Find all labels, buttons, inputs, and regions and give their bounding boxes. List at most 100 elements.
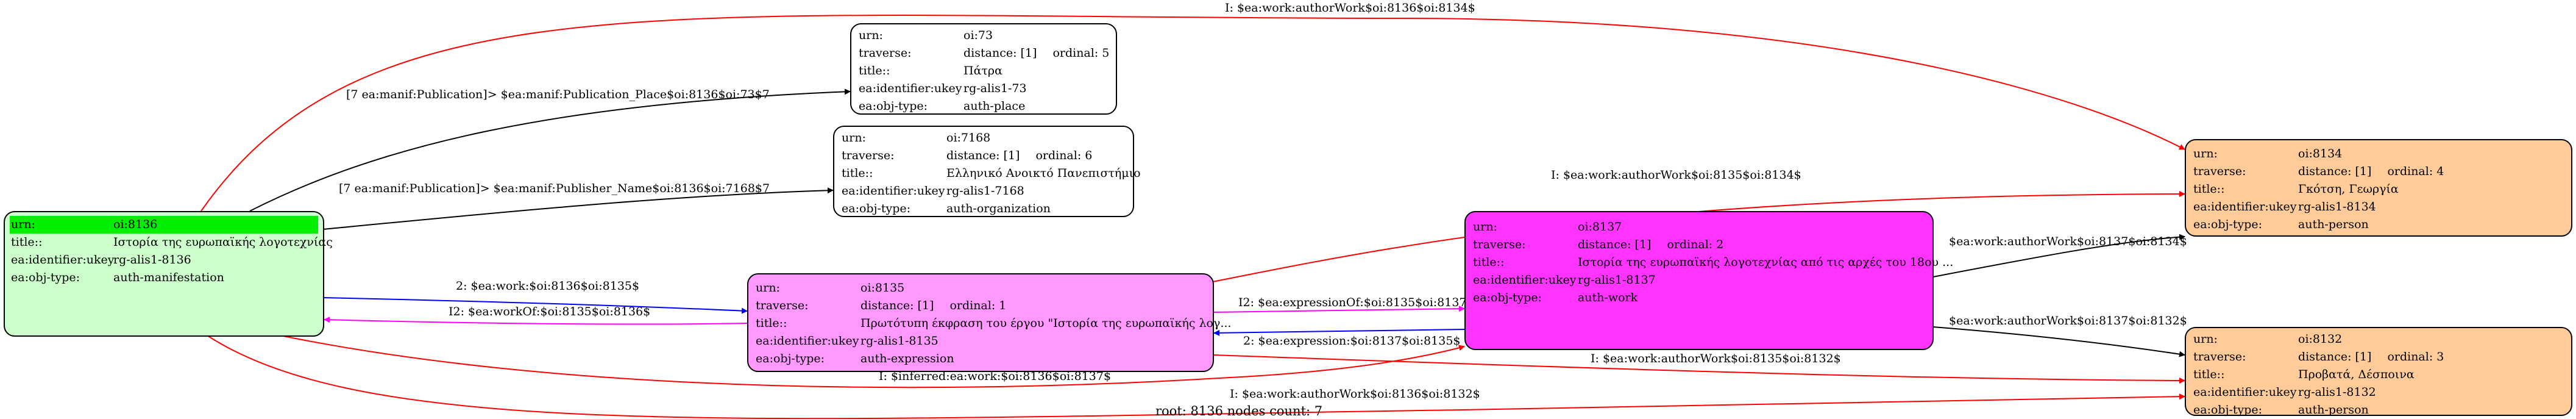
traverse-value: distance: [1]ordinal: 4 xyxy=(2298,163,2564,181)
traverse-value: distance: [1]ordinal: 3 xyxy=(2298,348,2564,366)
distance-value: distance: [1] xyxy=(963,46,1037,60)
edge-author-8135-8132 xyxy=(1212,354,2185,384)
edge-expression xyxy=(1213,329,1465,336)
node-oi-8136[interactable]: urn: oi:8136 title:: Ιστορία της ευρωπαϊ… xyxy=(4,211,333,337)
ukey-row: ea:identifier:ukey rg-alis1-8135 xyxy=(756,332,1205,350)
type-value: auth-work xyxy=(1578,291,1638,304)
type-key: ea:obj-type: xyxy=(842,202,911,215)
traverse-row: traverse: distance: [1]ordinal: 2 xyxy=(1473,236,1925,254)
title-row: title:: Γκότση, Γεωργία xyxy=(2193,181,2564,198)
title-row: title:: Πρωτότυπη έκφραση του έργου "Ιστ… xyxy=(756,315,1231,332)
edge-publisher xyxy=(322,187,834,230)
ukey-value: rg-alis1-8132 xyxy=(2298,385,2376,399)
urn-key: urn: xyxy=(859,29,883,42)
urn-row: urn: oi:8134 xyxy=(2193,145,2564,163)
edge-label-author-8135-8134: I: $ea:work:authorWork$oi:8135$oi:8134$ xyxy=(1551,168,1801,182)
node-oi-8135[interactable]: urn: oi:8135 traverse: distance: [1]ordi… xyxy=(747,273,1231,372)
urn-row: urn: oi:7168 xyxy=(842,129,1126,147)
edge-label-inferred: I: $inferred:ea:work:$oi:8136$oi:8137$ xyxy=(879,370,1112,383)
ukey-key: ea:identifier:ukey xyxy=(756,334,859,348)
title-value: Ελληνικό Ανοικτό Πανεπιστήμιο xyxy=(946,167,1141,180)
title-row: title:: Πάτρα xyxy=(859,62,1109,80)
ukey-value: rg-alis1-8136 xyxy=(113,253,191,267)
ordinal-value: ordinal: 6 xyxy=(1035,149,1093,162)
graph-footer: root: 8136 nodes count: 7 xyxy=(1155,404,1323,418)
title-row: title:: Προβατά, Δέσποινα xyxy=(2193,366,2564,384)
title-key: title:: xyxy=(859,64,890,77)
ukey-row: ea:identifier:ukey rg-alis1-8136 xyxy=(11,251,317,269)
node-oi-7168[interactable]: urn: oi:7168 traverse: distance: [1]ordi… xyxy=(833,126,1141,218)
traverse-value: distance: [1]ordinal: 2 xyxy=(1578,236,1925,254)
distance-value: distance: [1] xyxy=(946,149,1020,162)
edge-place xyxy=(249,88,851,212)
type-key: ea:obj-type: xyxy=(11,271,80,284)
edge-expressionof xyxy=(1212,306,1465,313)
type-value: auth-person xyxy=(2298,403,2369,417)
edge-label-author-8137-8132: $ea:work:authorWork$oi:8137$oi:8132$ xyxy=(1949,314,2187,328)
type-row: ea:obj-type: auth-manifestation xyxy=(11,269,317,287)
distance-value: distance: [1] xyxy=(2298,165,2372,178)
title-row: title:: Ελληνικό Ανοικτό Πανεπιστήμιο xyxy=(842,165,1141,182)
title-value: Γκότση, Γεωργία xyxy=(2298,182,2399,196)
node-oi-8132[interactable]: urn: oi:8132 traverse: distance: [1]ordi… xyxy=(2185,327,2572,419)
ukey-key: ea:identifier:ukey xyxy=(842,184,945,198)
node-oi-73[interactable]: urn: oi:73 traverse: distance: [1]ordina… xyxy=(850,23,1117,115)
ukey-row: ea:identifier:ukey rg-alis1-8137 xyxy=(1473,271,1925,289)
edge-label-work-8136-8135: 2: $ea:work:$oi:8136$oi:8135$ xyxy=(456,279,640,293)
urn-value: oi:8137 xyxy=(1578,220,1622,234)
traverse-value: distance: [1]ordinal: 5 xyxy=(963,45,1109,62)
edge-label-publisher: [7 ea:manif:Publication]> $ea:manif:Publ… xyxy=(339,182,770,195)
traverse-key: traverse: xyxy=(756,299,809,312)
ukey-row: ea:identifier:ukey rg-alis1-73 xyxy=(859,80,1109,98)
title-key: title:: xyxy=(2193,182,2225,196)
urn-value: oi:8132 xyxy=(2298,332,2343,346)
urn-row: urn: oi:8137 xyxy=(1473,218,1925,236)
ukey-row: ea:identifier:ukey rg-alis1-8132 xyxy=(2193,384,2564,401)
urn-row: urn: oi:8135 xyxy=(756,279,1205,297)
ukey-value: rg-alis1-73 xyxy=(963,82,1027,95)
type-key: ea:obj-type: xyxy=(756,352,825,365)
urn-key: urn: xyxy=(2193,147,2218,160)
urn-key: urn: xyxy=(1473,220,1497,234)
traverse-row: traverse: distance: [1]ordinal: 6 xyxy=(842,147,1126,165)
urn-key: urn: xyxy=(842,131,866,145)
title-value: Πρωτότυπη έκφραση του έργου "Ιστορία της… xyxy=(860,317,1232,330)
ukey-row: ea:identifier:ukey rg-alis1-7168 xyxy=(842,182,1126,200)
type-key: ea:obj-type: xyxy=(859,99,928,113)
urn-value: oi:73 xyxy=(963,29,993,42)
traverse-key: traverse: xyxy=(2193,350,2246,363)
edge-inferred xyxy=(280,335,1465,389)
urn-key: urn: xyxy=(756,281,780,295)
node-header-row: urn: oi:8136 xyxy=(10,216,318,234)
title-row: title:: Ιστορία της ευρωπαϊκής λογοτεχνί… xyxy=(11,234,333,251)
traverse-value: distance: [1] ordinal: 6 xyxy=(946,147,1126,165)
distance-value: distance: [1] xyxy=(860,299,934,312)
edge-label-expression: 2: $ea:expression:$oi:8137$oi:8135$ xyxy=(1243,334,1461,348)
edge-author-8136-8134 xyxy=(200,15,2185,212)
type-value: auth-expression xyxy=(860,352,954,365)
title-key: title:: xyxy=(11,235,43,249)
traverse-value: distance: [1]ordinal: 1 xyxy=(860,297,1205,315)
title-key: title:: xyxy=(756,317,787,330)
type-value: auth-manifestation xyxy=(113,271,224,284)
edge-author-8137-8134 xyxy=(1932,234,2185,278)
ukey-value: rg-alis1-8135 xyxy=(860,334,939,348)
type-row: ea:obj-type: auth-person xyxy=(2193,216,2564,234)
type-key: ea:obj-type: xyxy=(2193,403,2263,417)
title-key: title:: xyxy=(1473,256,1505,269)
edge-work-8136-8135 xyxy=(322,297,748,314)
title-value: Προβατά, Δέσποινα xyxy=(2298,368,2415,381)
node-oi-8137[interactable]: urn: oi:8137 traverse: distance: [1]ordi… xyxy=(1464,211,1953,350)
type-row: ea:obj-type: auth-expression xyxy=(756,350,1205,368)
traverse-key: traverse: xyxy=(1473,238,1526,251)
edge-label-author-8135-8132: I: $ea:work:authorWork$oi:8135$oi:8132$ xyxy=(1591,352,1841,365)
type-row: ea:obj-type: auth-person xyxy=(2193,401,2564,419)
ukey-value: rg-alis1-8134 xyxy=(2298,200,2376,213)
traverse-row: traverse: distance: [1]ordinal: 5 xyxy=(859,45,1109,62)
type-row: ea:obj-type: auth-organization xyxy=(842,200,1126,218)
traverse-key: traverse: xyxy=(2193,165,2246,178)
node-oi-8134[interactable]: urn: oi:8134 traverse: distance: [1]ordi… xyxy=(2185,139,2572,237)
title-key: title:: xyxy=(842,167,873,180)
urn-row: urn: oi:73 xyxy=(859,27,1109,45)
ukey-key: ea:identifier:ukey xyxy=(2193,385,2297,399)
